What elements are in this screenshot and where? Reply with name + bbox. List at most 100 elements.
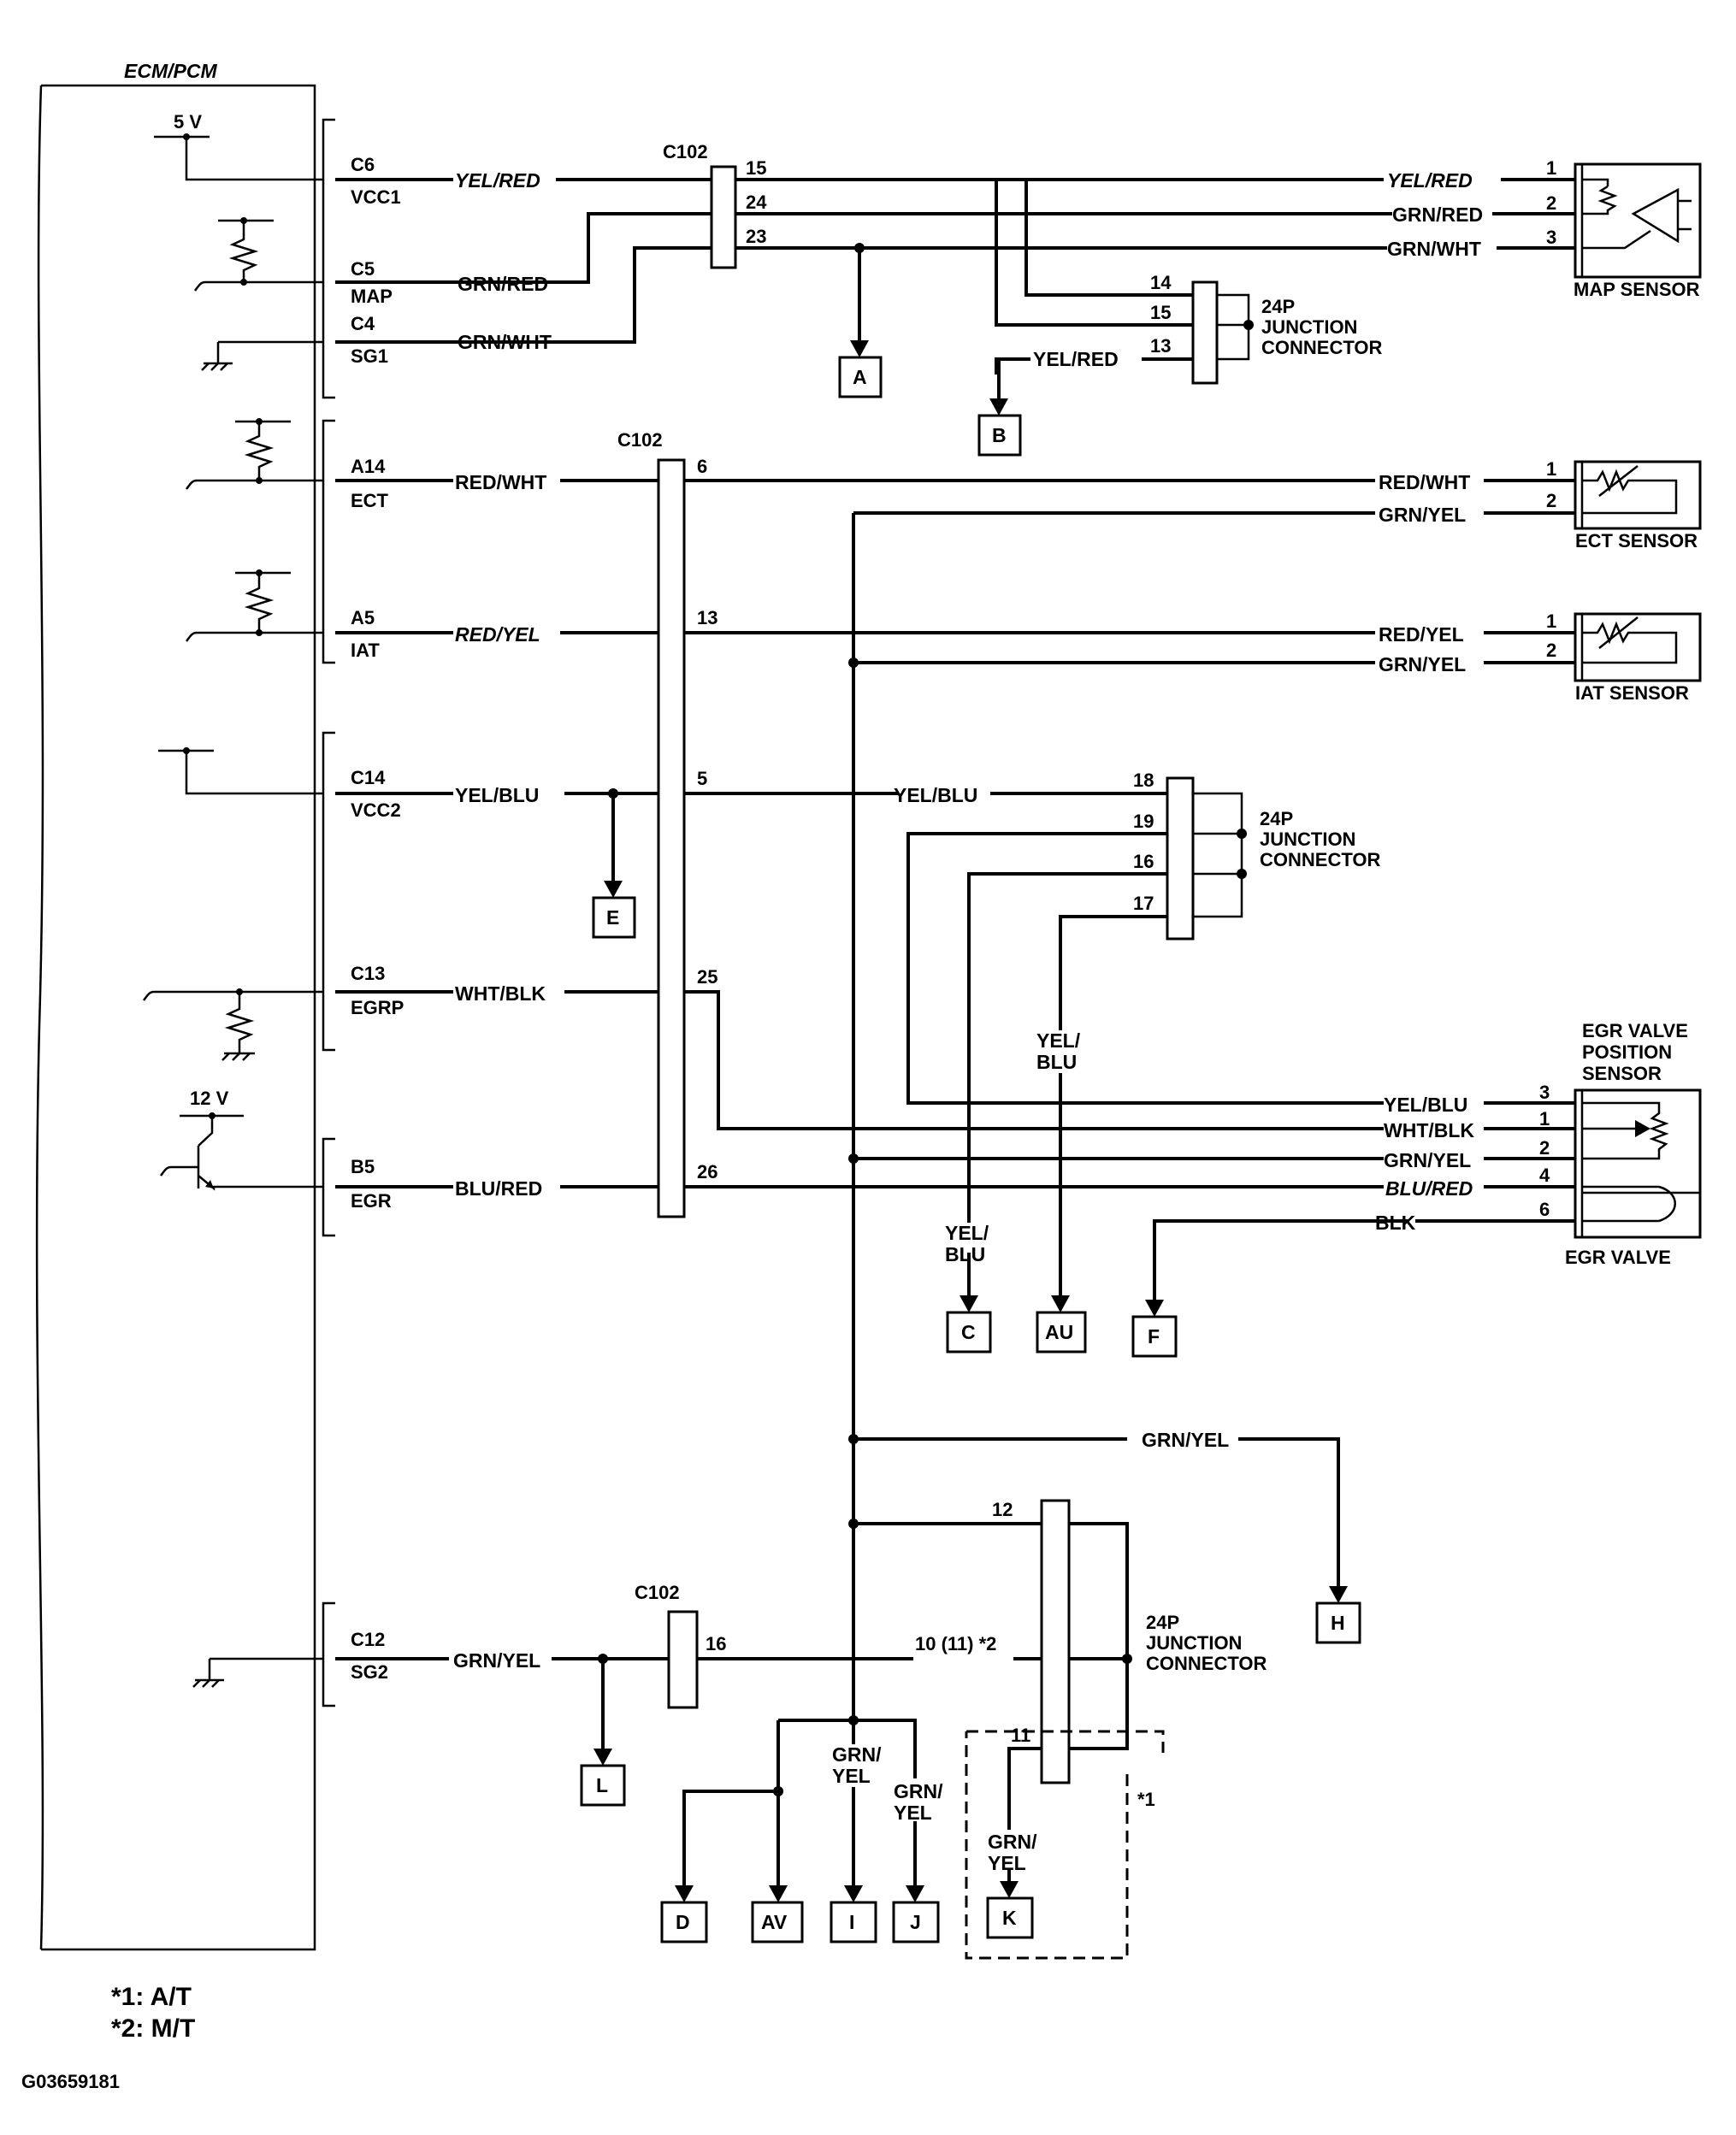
junction-connector-mid: 18 19 16 17 24P JUNCTION CONNECTOR [1133, 770, 1380, 941]
ref-box-h: H [1315, 1601, 1361, 1644]
ref-box-j: J [892, 1901, 940, 1943]
iat-sensor-label: IAT SENSOR [1575, 682, 1689, 704]
figure-code: G03659181 [21, 2071, 120, 2092]
wire-label-grn-red-ecm: GRN/RED [458, 273, 548, 295]
wire-label-yel-split-i: YEL [832, 1765, 871, 1787]
jc-bot-pin-10-11: 10 (11) *2 [915, 1633, 996, 1654]
splice-dots [598, 243, 1132, 1796]
jc-bot-pin-11: 11 [1011, 1725, 1030, 1746]
jc-mid-pin-16: 16 [1133, 851, 1154, 872]
wire-label-yel-blu-egr: YEL/BLU [1384, 1094, 1467, 1116]
iat-sensor: 1 2 IAT SENSOR [1546, 610, 1702, 704]
wire-label-grn-split-i: GRN/ [832, 1743, 882, 1766]
ref-box-l: L [580, 1764, 626, 1807]
pin-a5: A5 [351, 607, 375, 628]
jc-bot-label-2: JUNCTION [1146, 1632, 1242, 1654]
c102-bot-label: C102 [635, 1582, 680, 1603]
egr-pos-label-1: EGR VALVE [1582, 1020, 1688, 1041]
wire-label-grn-red-map: GRN/RED [1392, 203, 1483, 226]
wire-label-blu-split-au: BLU [1036, 1051, 1077, 1073]
ref-au: AU [1045, 1321, 1073, 1343]
pin-iat: IAT [351, 640, 380, 661]
ref-l: L [596, 1774, 608, 1796]
wire-label-yel-split-j: YEL [894, 1802, 932, 1824]
connector-c102-mid: C102 6 13 5 25 26 [617, 429, 717, 1218]
ref-j: J [910, 1911, 921, 1933]
pin-egrp: EGRP [351, 997, 404, 1018]
wire-label-yel-split-c: YEL/ [945, 1222, 989, 1244]
notes: *1: A/T *2: M/T G03659181 [21, 1983, 195, 2092]
wire-label-blu-red-ecm: BLU/RED [455, 1177, 542, 1200]
wire-label-yel-split-au: YEL/ [1036, 1029, 1081, 1052]
ref-box-d: D [660, 1901, 708, 1943]
map-sensor: 1 2 3 MAP SENSOR [1546, 157, 1702, 300]
ecm-internal-circuits: 5 V 12 V [143, 111, 323, 1688]
connector-c102-top: C102 15 24 23 [663, 141, 767, 269]
connector-c102-bottom: C102 16 [635, 1582, 726, 1709]
wire-label-red-yel-iat: RED/YEL [1379, 623, 1464, 646]
jc-mid-pin-17: 17 [1133, 893, 1154, 914]
reference-boxes: A B E C AU F H L D AV I J K [580, 356, 1361, 1943]
ref-box-av: AV [751, 1901, 804, 1943]
ect-pin-1: 1 [1546, 458, 1556, 480]
ref-k: K [1002, 1907, 1017, 1929]
pin-vcc2: VCC2 [351, 799, 401, 821]
junction-connector-bottom: 12 10 (11) *2 11 24P JUNCTION CONNECTOR … [915, 1499, 1267, 1960]
wire-label-yel-split-k: YEL [988, 1852, 1026, 1874]
wire-label-grn-split-j: GRN/ [894, 1780, 943, 1802]
iat-pin-2: 2 [1546, 640, 1556, 661]
ecm-pcm-box: ECM/PCM [35, 60, 316, 1951]
ref-box-i: I [830, 1901, 877, 1943]
pin-c13: C13 [351, 963, 385, 984]
pin-ect: ECT [351, 490, 389, 511]
egr-pin-2: 2 [1539, 1137, 1550, 1159]
c102-top-pin-24: 24 [746, 192, 767, 213]
note-mt: *2: M/T [111, 2014, 195, 2043]
jc-mid-label-3: CONNECTOR [1260, 849, 1380, 870]
c102-mid-pin-13: 13 [697, 607, 717, 628]
wire-label-yel-red-map: YEL/RED [1387, 169, 1473, 192]
iat-pin-1: 1 [1546, 610, 1556, 632]
map-sensor-label: MAP SENSOR [1574, 279, 1700, 300]
c102-mid-pin-5: 5 [697, 768, 707, 789]
egr-pin-6: 6 [1539, 1199, 1550, 1220]
wire-label-grn-yel-iat: GRN/YEL [1379, 653, 1466, 675]
wire-label-red-wht-ecm: RED/WHT [455, 471, 546, 493]
wire-label-blk-egr: BLK [1375, 1212, 1416, 1234]
pin-vcc1: VCC1 [351, 186, 401, 208]
ect-sensor: 1 2 ECT SENSOR [1546, 458, 1702, 551]
ref-i: I [849, 1911, 854, 1933]
wire-label-grn-wht-ecm: GRN/WHT [458, 331, 552, 353]
egr-pos-label-3: SENSOR [1582, 1063, 1662, 1084]
pin-c6: C6 [351, 154, 375, 175]
wire-label-wht-blk-egr: WHT/BLK [1384, 1119, 1474, 1141]
ref-box-f: F [1131, 1315, 1178, 1358]
wire-label-grn-yel-egr: GRN/YEL [1384, 1149, 1471, 1171]
jc-bot-label-3: CONNECTOR [1146, 1653, 1267, 1674]
jc-top-label-3: CONNECTOR [1261, 337, 1382, 358]
wire-label-yel-blu-mid: YEL/BLU [894, 784, 977, 806]
jc-top-label-2: JUNCTION [1261, 316, 1357, 338]
ref-av: AV [761, 1911, 788, 1933]
junction-connector-top: 14 15 13 24P JUNCTION CONNECTOR [1150, 272, 1382, 385]
ecm-title: ECM/PCM [124, 60, 217, 82]
wire-label-red-wht-ect: RED/WHT [1379, 471, 1470, 493]
pin-map: MAP [351, 286, 393, 307]
ref-h: H [1331, 1612, 1345, 1634]
ref-box-k: K [986, 1896, 1034, 1939]
ref-d: D [676, 1911, 690, 1933]
pin-b5: B5 [351, 1156, 375, 1177]
pin-sg2: SG2 [351, 1661, 388, 1683]
ref-e: E [606, 906, 619, 929]
c102-mid-pin-26: 26 [697, 1161, 717, 1183]
jc-top-pin-15: 15 [1150, 302, 1171, 323]
c102-top-label: C102 [663, 141, 708, 162]
egr-pin-3: 3 [1539, 1082, 1550, 1103]
arrowheads [593, 340, 1348, 1902]
supply-12v: 12 V [190, 1088, 229, 1109]
jc-top-label-1: 24P [1261, 296, 1295, 317]
ect-pin-2: 2 [1546, 490, 1556, 511]
pin-c4: C4 [351, 313, 375, 334]
supply-5v: 5 V [174, 111, 202, 133]
